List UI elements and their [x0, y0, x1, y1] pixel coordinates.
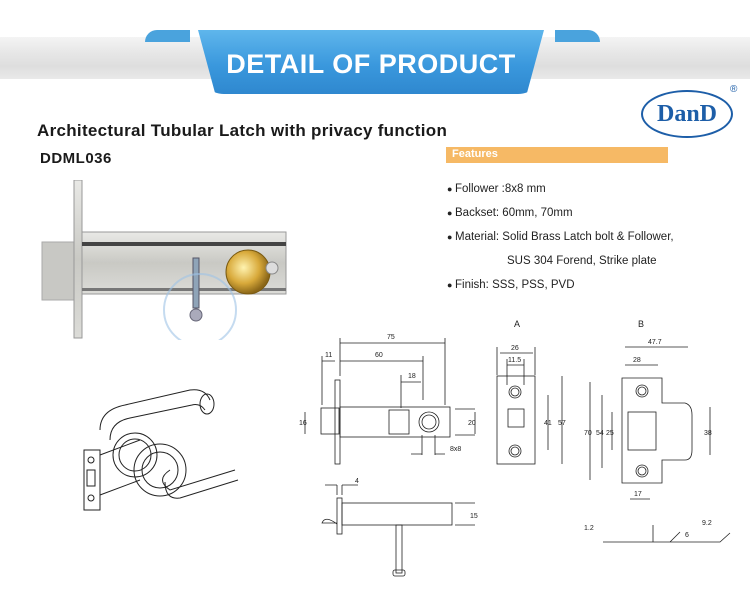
strike-plate-a-drawing: A 26 11.5 41 57	[496, 319, 566, 465]
ribbon-fold-left	[145, 30, 190, 42]
svg-text:4: 4	[355, 478, 359, 485]
feature-item: ●Follower :8x8 mm	[447, 183, 546, 195]
svg-text:75: 75	[387, 334, 395, 341]
svg-text:1.2: 1.2	[584, 525, 594, 532]
svg-text:54: 54	[596, 430, 604, 437]
svg-text:11: 11	[325, 352, 332, 359]
brand-logo: DanD	[641, 90, 733, 138]
svg-text:20: 20	[468, 420, 476, 427]
svg-text:28: 28	[633, 357, 641, 364]
svg-text:11.5: 11.5	[508, 357, 521, 364]
product-model: DDML036	[40, 150, 112, 167]
svg-text:57: 57	[558, 420, 566, 427]
svg-text:B: B	[638, 319, 644, 329]
svg-text:18: 18	[408, 373, 416, 380]
svg-text:47.7: 47.7	[648, 339, 662, 346]
svg-text:70: 70	[584, 430, 592, 437]
svg-text:8x8: 8x8	[450, 446, 461, 453]
svg-text:16: 16	[299, 420, 307, 427]
svg-text:9.2: 9.2	[702, 520, 712, 527]
svg-text:17: 17	[634, 491, 642, 498]
svg-text:15: 15	[470, 513, 478, 520]
banner-title: DETAIL OF PRODUCT	[226, 48, 516, 79]
latch-side-drawing: 75 11 60 18 16 20 8x8	[299, 334, 476, 465]
svg-text:6: 6	[685, 532, 689, 539]
feature-item: ●Finish: SSS, PSS, PVD	[447, 279, 575, 291]
registered-mark: ®	[730, 84, 738, 95]
product-title: Architectural Tubular Latch with privacy…	[37, 121, 448, 140]
svg-text:38: 38	[704, 430, 712, 437]
svg-text:A: A	[514, 319, 520, 329]
svg-text:26: 26	[511, 345, 519, 352]
features-header-bar	[446, 147, 668, 163]
svg-text:60: 60	[375, 352, 383, 359]
feature-item: SUS 304 Forend, Strike plate	[507, 255, 657, 267]
ribbon-fold-right	[555, 30, 600, 42]
latch-top-drawing: 4 15	[321, 478, 478, 577]
features-header: Features	[452, 148, 498, 160]
latch-photo	[41, 180, 287, 340]
feature-item: ●Backset: 60mm, 70mm	[447, 207, 573, 219]
strike-plate-b-drawing: B 47.7 28 70 54 25 38 17 1.2 9.2 6	[584, 319, 731, 543]
svg-text:25: 25	[606, 430, 614, 437]
logo-text: DanD	[656, 100, 717, 127]
features-list: ●Follower :8x8 mm ●Backset: 60mm, 70mm ●…	[447, 183, 674, 303]
lever-handle-drawing	[83, 389, 239, 511]
feature-item: ●Material: Solid Brass Latch bolt & Foll…	[447, 231, 674, 243]
banner-ribbon: DETAIL OF PRODUCT	[198, 30, 544, 94]
svg-text:41: 41	[544, 420, 552, 427]
